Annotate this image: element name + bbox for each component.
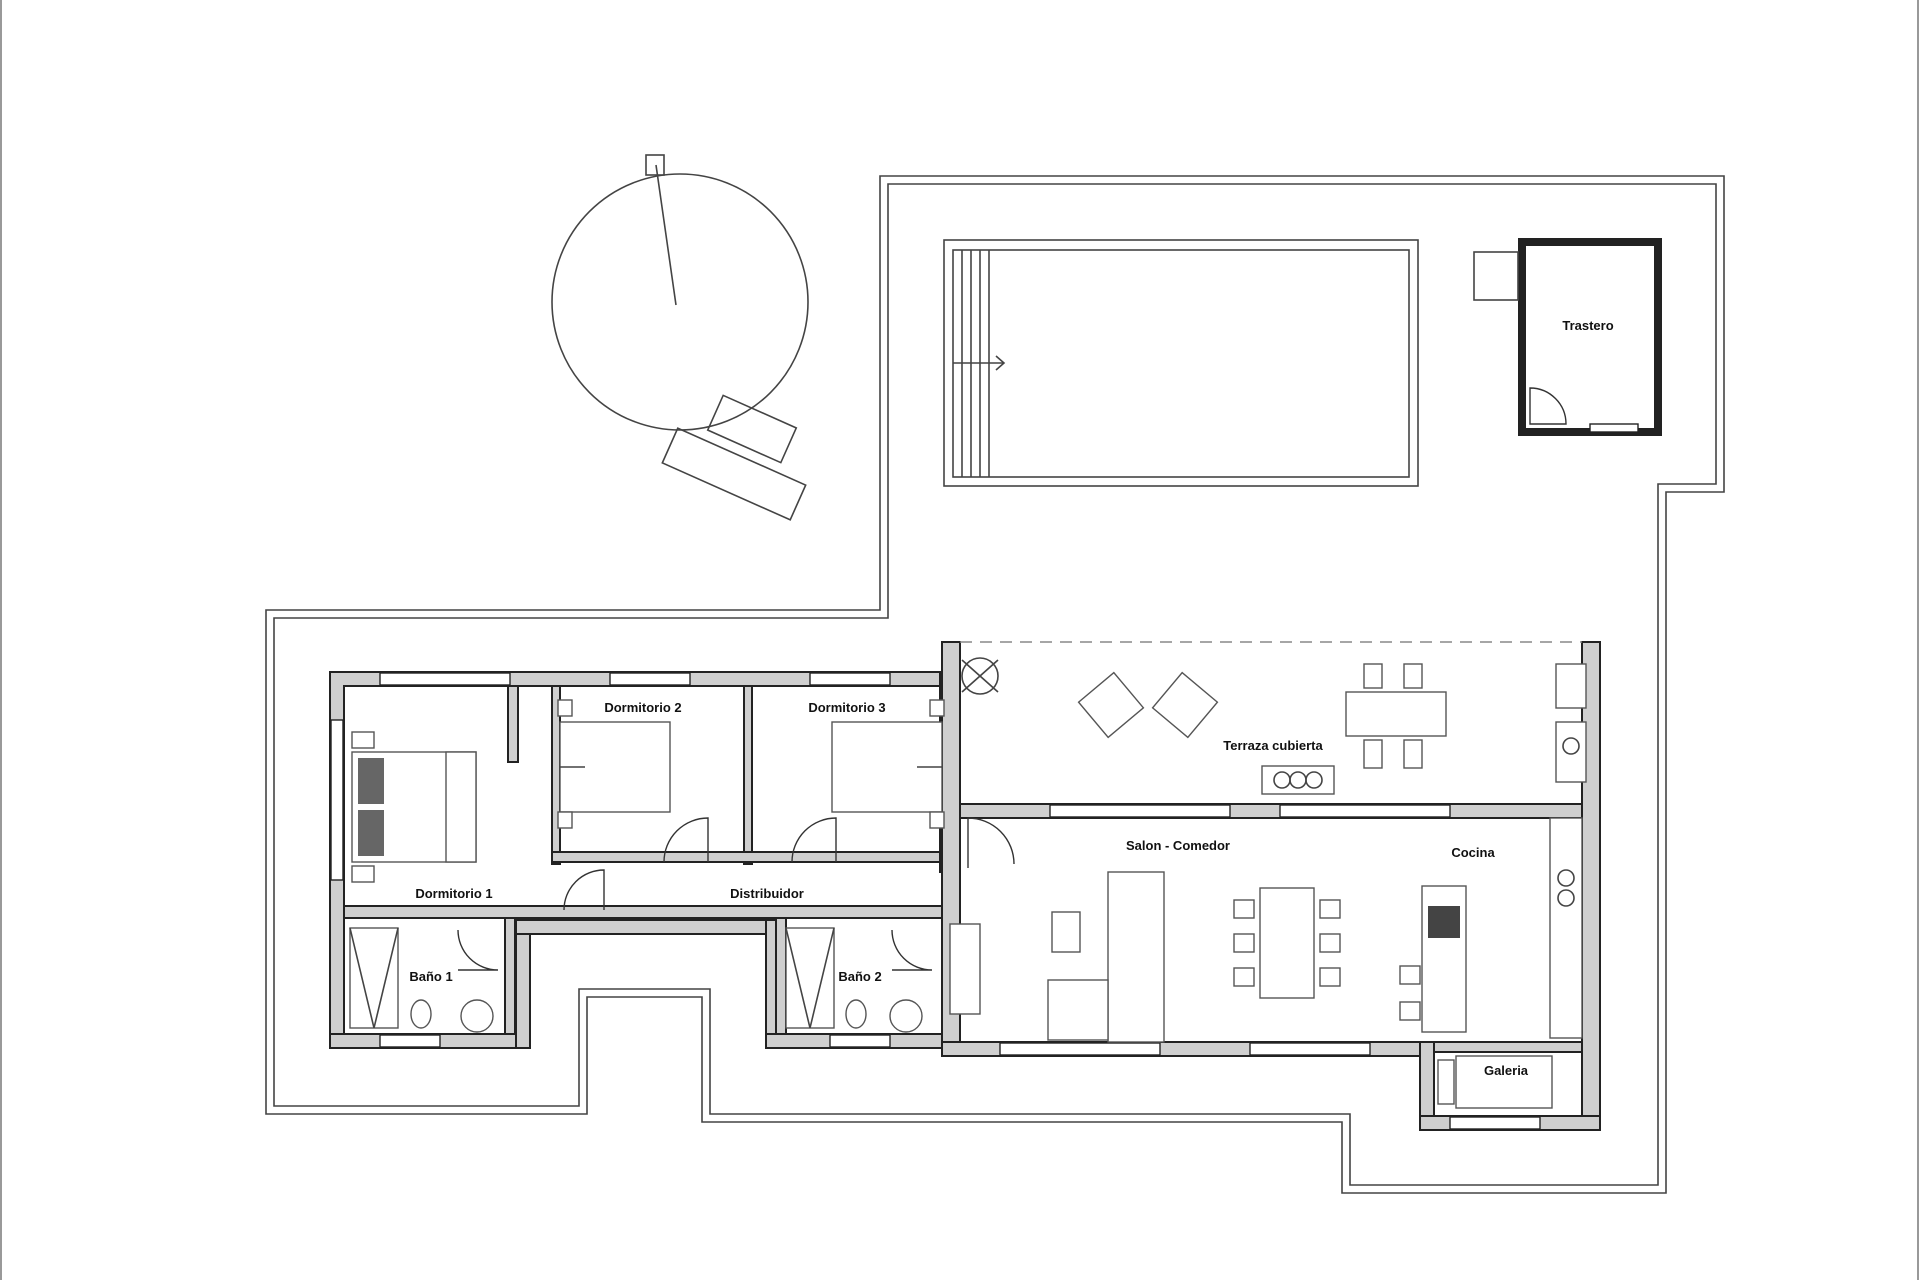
label-trastero: Trastero: [1562, 318, 1613, 333]
galeria-fixtures: [1437, 1055, 1553, 1109]
storage-room: [1473, 238, 1662, 436]
label-cocina: Cocina: [1451, 845, 1495, 860]
bed-dormitorio-2: [557, 699, 671, 829]
label-bano-2: Baño 2: [838, 969, 881, 984]
label-salon: Salon - Comedor: [1126, 838, 1230, 853]
bed-dormitorio-1: [351, 731, 477, 883]
terrace-furniture: [961, 657, 1587, 795]
plot-boundary: [265, 175, 1725, 1194]
bathroom-1-fixtures: [349, 927, 494, 1033]
swimming-pool: [943, 239, 1419, 487]
living-dining-furniture: [949, 871, 1341, 1043]
label-terraza: Terraza cubierta: [1223, 738, 1323, 753]
label-galeria: Galeria: [1484, 1063, 1529, 1078]
label-dormitorio-3: Dormitorio 3: [808, 700, 885, 715]
label-bano-1: Baño 1: [409, 969, 452, 984]
label-distribuidor: Distribuidor: [730, 886, 804, 901]
bed-dormitorio-3: [831, 699, 945, 829]
label-dormitorio-2: Dormitorio 2: [604, 700, 681, 715]
kitchen-fixtures: [1399, 817, 1583, 1039]
bathroom-2-fixtures: [785, 927, 923, 1033]
label-dormitorio-1: Dormitorio 1: [415, 886, 492, 901]
parasol-loungers: [551, 154, 809, 521]
